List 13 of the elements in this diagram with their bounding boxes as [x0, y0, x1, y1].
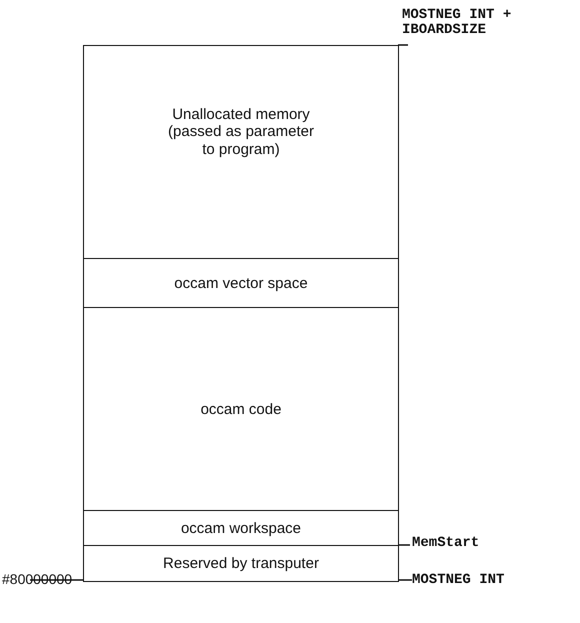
region-label: occam vector space [174, 274, 308, 292]
region-label: occam workspace [180, 520, 302, 538]
memory-region [83, 510, 399, 547]
region-label: occam code [200, 400, 282, 418]
region-label: Unallocated memory (passed as parameter to program) [167, 106, 315, 158]
address-label: MemStart [412, 536, 480, 551]
address-label: MOSTNEG INT [412, 573, 506, 588]
memory-region [83, 545, 399, 582]
region-label: Reserved by transputer [163, 554, 319, 572]
address-label: MOSTNEG INT + IBOARDSIZE [402, 8, 512, 38]
memory-region [83, 258, 399, 309]
memory-region [83, 307, 399, 512]
memory-region [83, 45, 399, 260]
